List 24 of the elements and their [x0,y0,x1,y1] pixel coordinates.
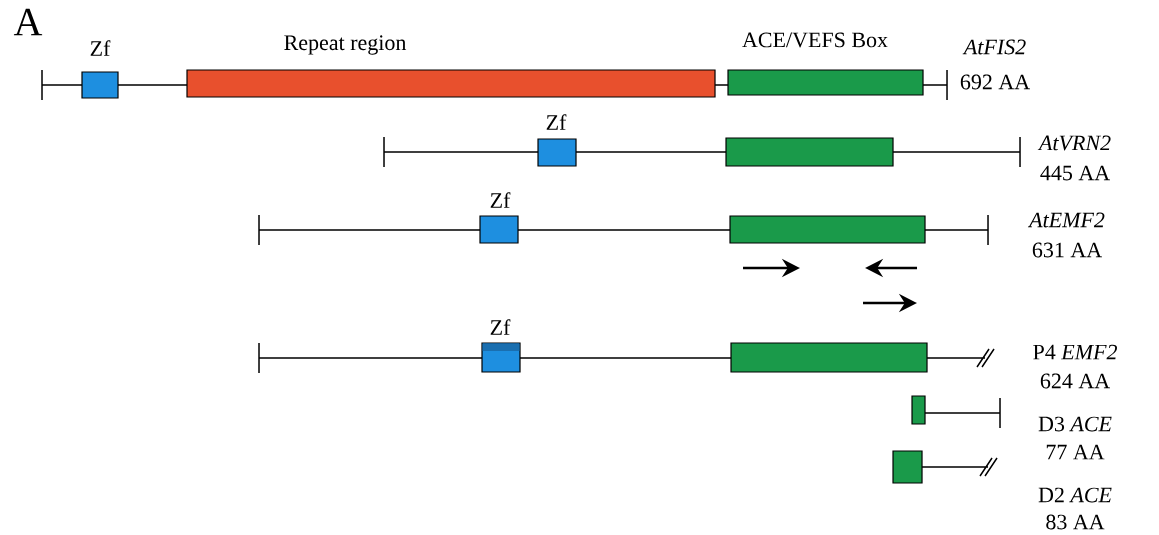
protein-label: 445 AA [1040,165,1110,181]
protein-label: 624 AA [1040,373,1110,389]
domain-label: Zf [90,40,111,56]
protein-name: AtVRN2 [1037,135,1111,151]
domain-box [911,395,926,425]
protein-label: 83 AA [1046,514,1105,530]
protein-label: D3 ACE [1038,416,1112,432]
protein-label: P4 EMF2 [1033,344,1117,360]
domain-label: Zf [490,319,511,335]
domain-box [729,215,926,244]
domain-label: Zf [490,192,511,208]
protein-label: D2 ACE [1038,487,1112,503]
domain-box [892,450,923,484]
domain-box [725,137,894,167]
domain-box [730,342,928,373]
protein-name: AtFIS2 [962,39,1026,55]
domain-label: ACE/VEFS Box [742,32,888,48]
domain-label: Repeat region [284,35,407,55]
panel-letter: A [13,8,43,36]
protein-label: 631 AA [1032,242,1102,258]
protein-label: 77 AA [1046,444,1105,460]
domain-label: Zf [546,114,567,130]
protein-name: AtEMF2 [1027,212,1105,228]
protein-label: 692 AA [960,74,1030,90]
